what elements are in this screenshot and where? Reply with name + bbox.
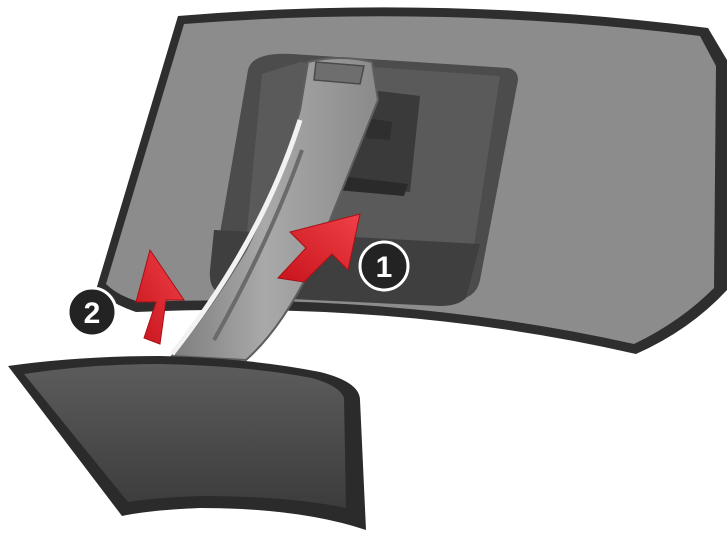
callout-step-1: 1 [360, 242, 408, 290]
callout-step-2: 2 [68, 288, 116, 336]
callout-1-label: 1 [376, 251, 393, 284]
callout-2-label: 2 [84, 297, 101, 330]
stand-base [8, 356, 366, 530]
